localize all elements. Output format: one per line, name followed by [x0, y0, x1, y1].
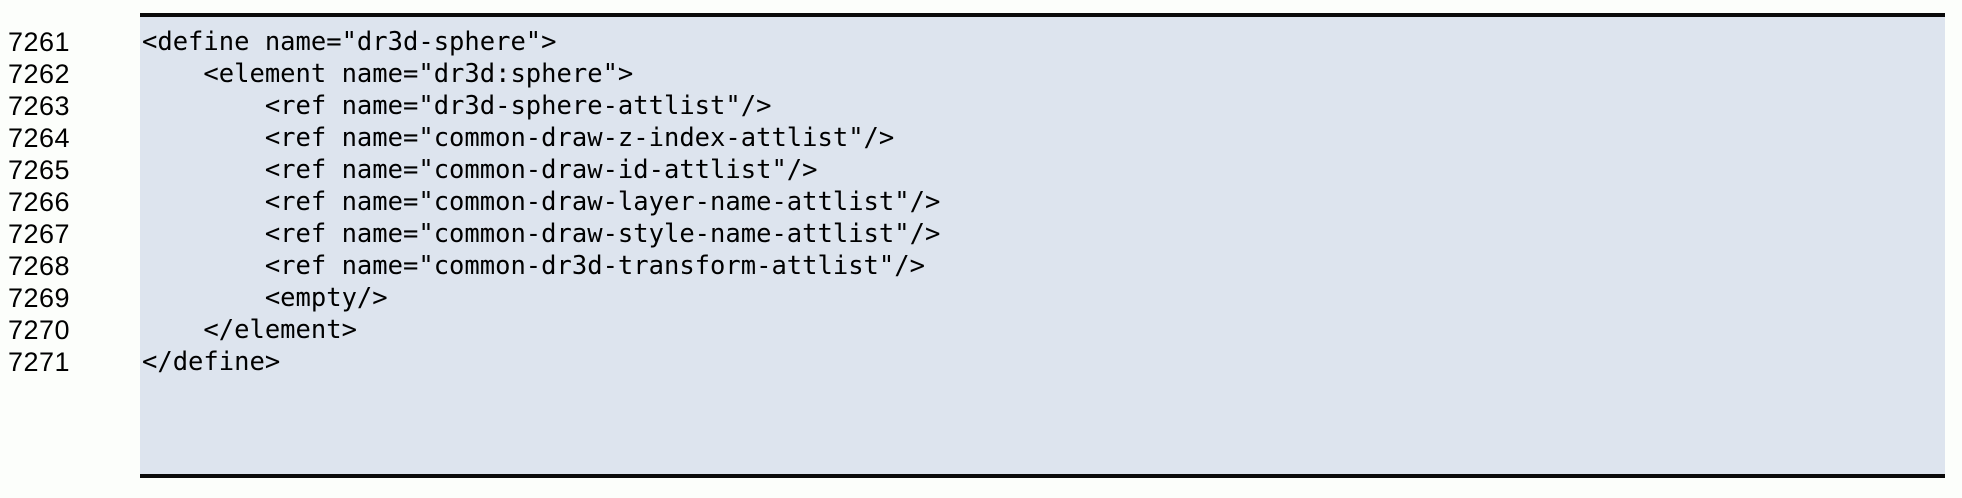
code-line: <ref name="common-dr3d-transform-attlist…: [142, 251, 925, 281]
code-line: <ref name="common-draw-z-index-attlist"/…: [142, 123, 895, 153]
code-line: <define name="dr3d-sphere">: [142, 27, 557, 57]
code-line: <ref name="common-draw-style-name-attlis…: [142, 219, 941, 249]
code-line: <ref name="common-draw-layer-name-attlis…: [142, 187, 941, 217]
code-line: <element name="dr3d:sphere">: [142, 59, 634, 89]
line-number: 7265: [8, 155, 71, 185]
code-block[interactable]: <define name="dr3d-sphere"> <element nam…: [140, 13, 1945, 478]
line-number-gutter: 7261 7262 7263 7264 7265 7266 7267 7268 …: [0, 13, 140, 478]
line-number: 7261: [8, 27, 71, 57]
line-number: 7266: [8, 187, 71, 217]
line-number: 7271: [8, 347, 71, 377]
line-number: 7269: [8, 283, 71, 313]
code-line: <ref name="common-draw-id-attlist"/>: [142, 155, 818, 185]
line-number: 7268: [8, 251, 71, 281]
line-number: 7262: [8, 59, 71, 89]
code-lines-container: <define name="dr3d-sphere"> <element nam…: [140, 17, 1945, 378]
code-line: <empty/>: [142, 283, 388, 313]
line-number: 7263: [8, 91, 71, 121]
code-line: </element>: [142, 315, 357, 345]
code-line: </define>: [142, 347, 281, 377]
code-line: <ref name="dr3d-sphere-attlist"/>: [142, 91, 772, 121]
line-number: 7264: [8, 123, 71, 153]
line-number: 7270: [8, 315, 71, 345]
line-number: 7267: [8, 219, 71, 249]
